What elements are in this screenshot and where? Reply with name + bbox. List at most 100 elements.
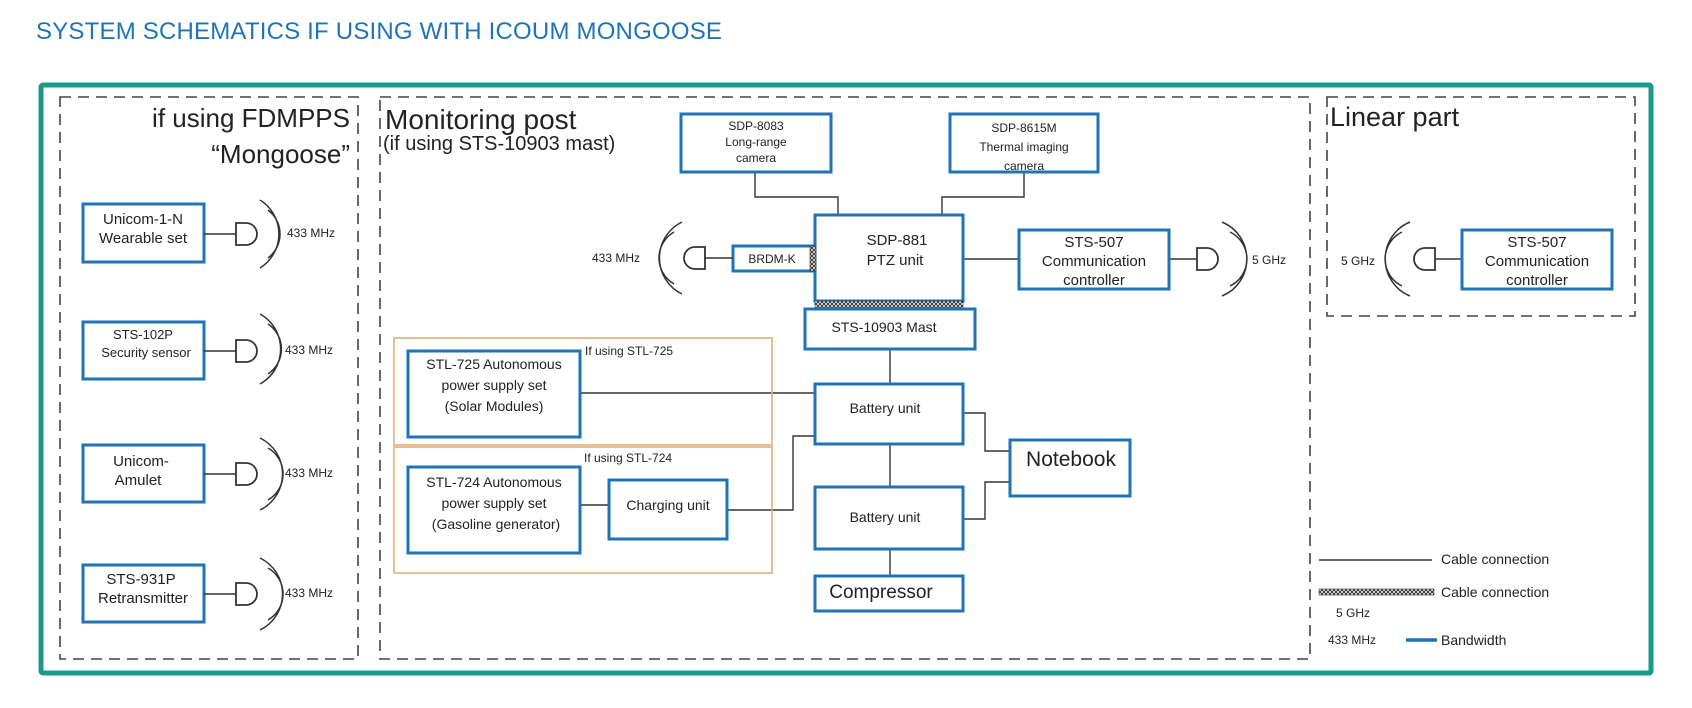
optional-frame [393,446,773,574]
solar-supply-name: STL-725 Autonomous [426,356,561,372]
antenna-icon [683,246,706,270]
mast-label: STS-10903 Mast [831,319,936,335]
device-type: Retransmitter [98,590,188,607]
solar-supply-desc2: (Solar Modules) [445,398,544,414]
radio-waves-icon [1221,221,1248,297]
frequency-label: 433 MHz [287,226,335,240]
legend-cable-label: Cable connection [1441,551,1549,567]
gasoline-supply-desc2: (Gasoline generator) [432,516,560,532]
brdm-label: BRDM-K [748,252,795,266]
camera-desc2: camera [1004,159,1044,173]
optional-label: If using STL-724 [584,451,672,465]
device-box [81,443,206,504]
legend-bandwidth-label: Bandwidth [1441,632,1506,648]
radio-waves-icon [259,313,283,385]
legend-textured-cable-label: Cable connection [1441,584,1549,600]
mongoose-device-1: Unicom-1-N Wearable set 433 MHz [81,199,335,269]
ptz-desc: PTZ unit [867,252,925,269]
optional-frame [393,337,773,446]
gasoline-supply-name: STL-724 Autonomous [426,474,561,490]
monitoring-section [379,96,1311,660]
gasoline-supply-desc: power supply set [441,495,546,511]
cable-battery1-notebook [963,412,1010,452]
frequency-label: 433 MHz [285,586,333,600]
legend-freq-5ghz: 5 GHz [1336,606,1370,620]
communication-controller: STS-507 Communication controller 5 GHz [1017,221,1286,297]
linear-communication-controller: 5 GHz STS-507 Communication controller [1341,221,1614,297]
antenna-icon [235,222,258,246]
frequency-label: 5 GHz [1341,254,1375,268]
legend: Cable connection Cable connection 5 GHz … [1318,551,1549,648]
camera-model: SDP-8083 [728,119,784,133]
notebook: Notebook [1008,438,1132,498]
antenna-icon [235,339,258,363]
battery-unit-1: Battery unit [813,382,965,446]
ptz-hatched-edge [814,300,964,309]
antenna-icon [1196,247,1219,271]
mongoose-title-line1: if using FDMPPS [152,103,350,133]
ptz-unit: SDP-881 PTZ unit [813,213,965,309]
brdm-hatched-edge [809,245,817,272]
cable-connections [580,172,1197,576]
monitoring-title: Monitoring post [385,104,577,135]
camera-desc: Long-range [725,135,787,149]
notebook-box [1008,438,1132,498]
outer-frame [38,82,1654,676]
charging-unit: Charging unit [607,478,729,541]
legend-textured-cable-line [1318,588,1435,596]
radio-waves-icon [259,199,281,269]
battery-label: Battery unit [850,400,921,416]
device-type: Wearable set [99,230,188,247]
battery-unit-2: Battery unit [813,485,965,551]
radio-waves-icon [259,437,284,511]
battery-box [813,382,965,446]
controller-desc2: controller [1063,272,1125,289]
controller-desc: Communication [1042,253,1146,270]
camera-desc: Thermal imaging [979,140,1068,154]
optional-solar-group: If using STL-725 STL-725 Autonomous powe… [393,337,773,446]
thermal-imaging-camera: SDP-8615M Thermal imaging camera [948,112,1100,174]
mast-box [803,307,977,351]
mongoose-section [59,96,359,660]
camera-box [948,112,1100,174]
antenna-icon [235,462,258,486]
camera-desc2: camera [736,151,776,165]
radio-waves-icon [259,557,284,631]
long-range-camera: SDP-8083 Long-range camera [679,112,833,174]
device-name: Unicom- [113,453,169,470]
antenna-icon [235,582,258,606]
compressor-label: Compressor [829,582,933,603]
charging-box [607,478,729,541]
frequency-label: 433 MHz [285,343,333,357]
brdm-k-module: BRDM-K 433 MHz [592,221,817,295]
device-type: Amulet [115,472,163,489]
frequency-label: 433 MHz [592,251,640,265]
monitoring-subtitle: (if using STS-10903 mast) [383,133,615,155]
device-type: Security sensor [101,345,191,360]
radio-waves-icon [658,221,683,295]
camera-box [679,112,833,174]
mongoose-device-2: STS-102P Security sensor 433 MHz [81,313,333,385]
frequency-label: 5 GHz [1252,253,1286,267]
cable-battery2-notebook [963,481,1010,520]
cable-charging-battery [727,435,815,511]
controller-desc: Communication [1485,253,1589,270]
controller-box [1017,228,1171,291]
solar-supply-box [406,349,582,439]
device-name: STS-102P [113,327,173,342]
compressor: Compressor [813,574,965,613]
optional-label: If using STL-725 [585,344,673,358]
battery-label: Battery unit [850,509,921,525]
ptz-model: SDP-881 [867,232,928,249]
mongoose-title-line2: “Mongoose” [211,139,350,169]
linear-title: Linear part [1330,102,1460,132]
radio-waves-icon [1384,221,1411,297]
controller-model: STS-507 [1507,234,1566,251]
device-box [81,320,206,381]
device-name: STS-931P [106,571,175,588]
charging-label: Charging unit [626,497,709,513]
optional-gasoline-group: If using STL-724 STL-724 Autonomous powe… [393,446,773,574]
gasoline-supply-box [406,465,582,555]
battery-box [813,485,965,551]
